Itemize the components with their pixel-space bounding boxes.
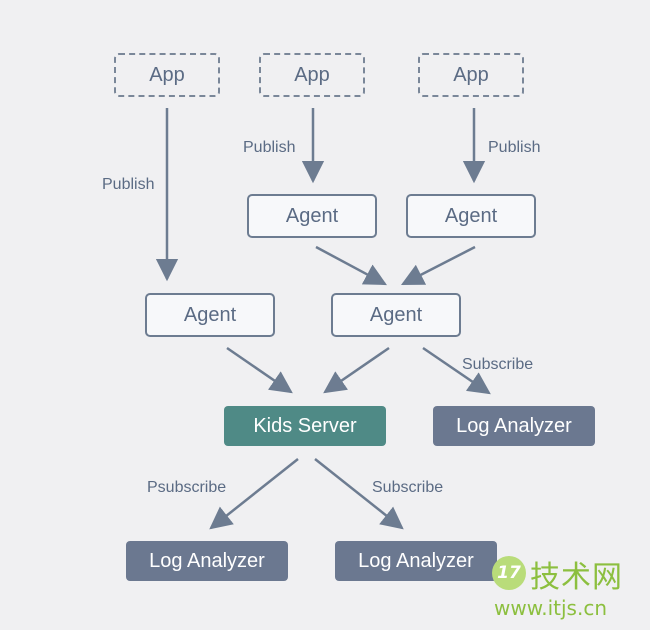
- edge-label-publish-middle: Publish: [243, 139, 296, 156]
- edge-agent-mid2-to-log-analyzer-right: [422, 346, 491, 395]
- edge-label-subscribe-right: Subscribe: [462, 356, 534, 373]
- app-node-3: App: [418, 53, 524, 97]
- agent-node-mid-1: Agent: [145, 293, 275, 337]
- edge-agent-mid1-to-kids-server: [226, 346, 293, 394]
- edge-label-psubscribe: Psubscribe: [147, 479, 227, 496]
- log-analyzer-node-right: Log Analyzer: [433, 406, 595, 446]
- edge-agent-top2-to-agent-mid2: [400, 245, 476, 286]
- edge-label-publish-left: Publish: [102, 176, 155, 193]
- watermark: 17 技术网 www.itjs.cn: [492, 552, 642, 624]
- watermark-logo-icon: 17: [492, 556, 526, 590]
- log-analyzer-node-bottom-2: Log Analyzer: [335, 541, 497, 581]
- app-node-1: App: [114, 53, 220, 97]
- edge-label-subscribe-bottom: Subscribe: [372, 479, 444, 496]
- watermark-url: www.itjs.cn: [494, 596, 607, 620]
- app-node-2: App: [259, 53, 365, 97]
- agent-node-top-1: Agent: [247, 194, 377, 238]
- edge-label-publish-right: Publish: [488, 139, 541, 156]
- watermark-brand-text: 技术网: [530, 560, 623, 595]
- edge-agent-mid2-to-kids-server: [323, 346, 390, 394]
- agent-node-top-2: Agent: [406, 194, 536, 238]
- agent-node-mid-2: Agent: [331, 293, 461, 337]
- edge-kids-server-to-log-analyzer-bottom2: [314, 458, 404, 530]
- edge-kids-server-to-log-analyzer-bottom1: [209, 458, 299, 530]
- edge-agent-top1-to-agent-mid2: [315, 245, 387, 286]
- log-analyzer-node-bottom-1: Log Analyzer: [126, 541, 288, 581]
- kids-server-node: Kids Server: [224, 406, 386, 446]
